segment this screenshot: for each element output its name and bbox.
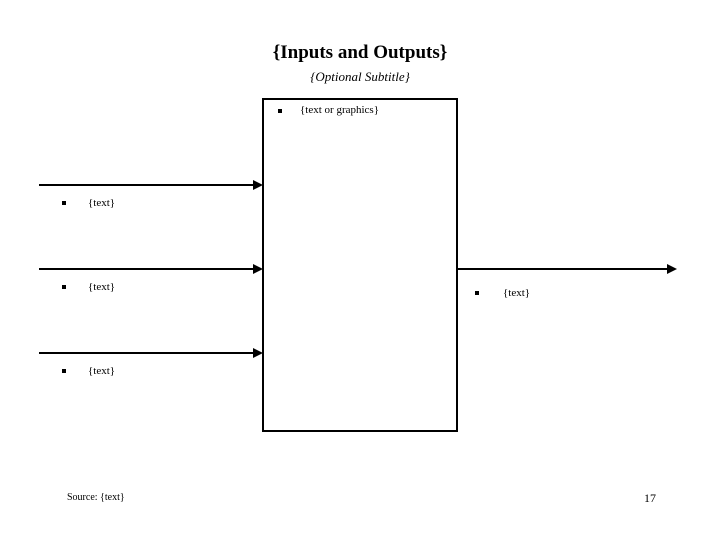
input-label-3: {text}	[88, 365, 116, 377]
arrow-head-icon	[667, 264, 677, 274]
slide-subtitle: {Optional Subtitle}	[310, 69, 410, 84]
input-label-1: {text}	[88, 197, 116, 209]
source-note: Source: {text}	[67, 492, 125, 503]
page-number: 17	[644, 491, 656, 505]
process-box-label: {text or graphics}	[300, 104, 379, 116]
slide-title: {Inputs and Outputs}	[272, 42, 448, 63]
input-arrow-1	[39, 179, 263, 191]
input-label-2: {text}	[88, 281, 116, 293]
arrow-line	[39, 268, 255, 270]
input-arrow-2	[39, 263, 263, 275]
bullet-square-icon	[62, 201, 66, 205]
arrow-head-icon	[253, 180, 263, 190]
arrow-head-icon	[253, 264, 263, 274]
arrow-head-icon	[253, 348, 263, 358]
arrow-line	[457, 268, 669, 270]
bullet-square-icon	[278, 109, 282, 113]
input-arrow-3	[39, 347, 263, 359]
bullet-square-icon	[62, 285, 66, 289]
arrow-line	[39, 352, 255, 354]
arrow-line	[39, 184, 255, 186]
output-label: {text}	[503, 287, 531, 299]
output-arrow	[457, 263, 677, 275]
bullet-square-icon	[62, 369, 66, 373]
bullet-square-icon	[475, 291, 479, 295]
process-box	[262, 98, 458, 432]
